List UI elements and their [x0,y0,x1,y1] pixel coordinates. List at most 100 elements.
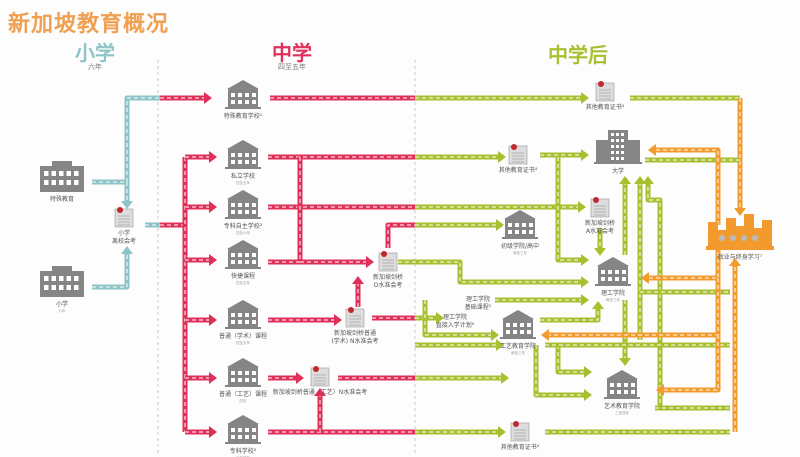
flow-path [734,98,746,216]
arrowhead-icon [496,339,504,351]
school-icon [595,257,631,286]
arrowhead-icon [436,312,444,324]
node-sub: 四至六年 [236,230,250,235]
arrowhead-icon [594,248,606,256]
flow-path [185,151,217,163]
flow-path [415,339,504,351]
node-label: 理工学院 [465,296,490,303]
school-icon [225,415,261,444]
node-sub: 四至五年 [235,180,250,185]
node-label: 就业与终身学习⁷ [717,254,763,261]
flow-path [555,345,592,378]
node-sub: 四至五年 [235,340,250,345]
flow-path [415,151,506,163]
arrowhead-icon [209,314,217,326]
node-university: 大学 [612,168,624,176]
flow-path [185,314,217,326]
flow-path [495,294,589,306]
flow-path [540,149,589,161]
node-label: 工艺教育学院 [499,343,537,350]
arrowhead-icon [209,372,217,384]
node-label: 特殊教育学校¹ [223,113,263,120]
node-special-school: 特殊教育学校¹ [224,113,262,121]
node-label2: 直接入学计划⁶ [435,321,475,329]
stage-duration: 六年 [88,63,102,71]
node-normal-academic: 普通（学术）课程四至五年 [219,333,267,345]
certificate-icon [595,81,615,102]
flow-path [594,228,606,256]
node-label: 新加坡剑桥 [372,274,404,281]
flow-path [422,300,499,341]
node-sub: 两至三年 [605,297,620,302]
node-specialised-school: 专科学校³三至四年 [230,448,256,457]
node-label: 大学 [611,168,625,175]
arrowhead-icon [209,426,217,438]
node-label: 新加坡剑桥 [584,220,616,227]
node-sub: 四年 [239,398,247,403]
node-label2: O水准会考 [373,281,403,289]
node-polytechnic: 理工学院两至三年 [601,290,625,302]
arrowhead-icon [634,176,646,184]
certificate-icon [590,197,610,218]
school-icon [500,310,536,339]
flow-path [415,426,506,438]
node-sub: 六年 [58,308,66,313]
flow-path [398,259,589,288]
arrowhead-icon [734,208,746,216]
arrowhead-icon [209,201,217,213]
node-label: 普通（工艺）课程 [218,391,268,398]
node-label: 新加坡剑桥普通（工艺）N水准会考 [272,389,368,396]
arrowhead-icon [314,388,326,396]
node-label: 理工学院 [600,290,626,297]
stage-header-post-secondary: 中学后 [548,44,608,66]
node-label: 私立学校 [230,173,256,180]
node-label: 快捷课程 [230,273,256,280]
stage-label: 中学 [272,41,312,65]
arrowhead-icon [501,372,509,384]
arrowhead-icon [366,256,374,268]
node-label: 专科自主学校² [223,223,263,230]
node-label: 其他教育证书⁴ [498,167,538,174]
stage-header-primary: 小学 六年 [75,42,115,72]
arrowhead-icon [619,176,631,184]
node-other-cert-bottom: 其他教育证书⁴ [501,444,539,452]
school-icon [604,370,640,399]
node-label: 小学 [55,301,69,308]
arrowhead-icon [592,301,604,309]
arrowhead-icon [578,201,586,213]
flow-path [185,254,217,266]
flow-path [555,157,589,266]
node-special-ed: 特殊教育 [50,196,74,204]
node-poly-direct: 理工学院直接入学计划⁶ [436,314,474,329]
node-label: 其他教育证书⁴ [500,444,540,451]
node-label: 初级学院/高中 [500,243,540,250]
arrowhead-icon [581,294,589,306]
arrowhead-icon [204,92,212,104]
node-sub: 两至三年 [513,250,527,255]
arrowhead-icon [581,276,589,288]
certificate-icon [310,366,330,387]
node-ite: 工艺教育学院两至三年 [500,343,536,355]
arrowhead-icon [584,366,592,378]
arrowhead-icon [729,258,741,266]
node-label2: A水准会考 [585,227,615,235]
node-other-cert-mid: 其他教育证书⁴ [499,167,537,175]
arrowhead-icon [656,384,664,396]
arrowhead-icon [642,176,654,184]
arrowhead-icon [121,201,133,209]
stage-label: 中学后 [548,43,608,67]
arrowhead-icon [121,246,133,254]
flow-path [729,258,741,432]
node-n-academic: 新加坡剑桥普通(学术) N水准会考 [331,330,378,345]
stage-duration: 四至五年 [278,63,306,71]
flow-path [415,219,504,231]
flow-path [185,426,217,438]
certificate-icon [508,144,528,165]
node-junior-college: 初级学院/高中两至三年 [501,243,539,255]
node-employment: 就业与终身学习⁷ [718,254,762,262]
certificate-icon [378,251,398,272]
